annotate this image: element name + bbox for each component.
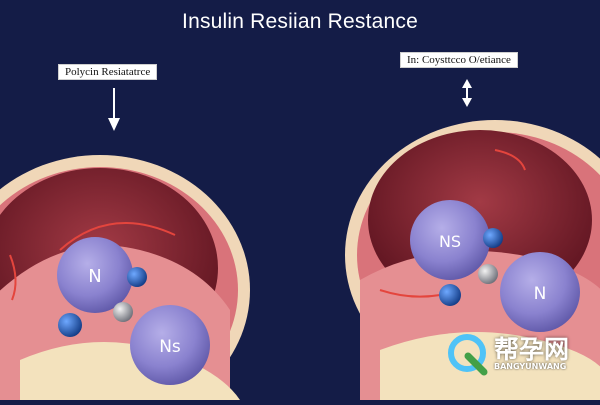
left-grey-bead — [113, 302, 133, 322]
watermark: 帮孕网 BANGYUNWANG — [444, 328, 592, 382]
right-grey-bead — [478, 264, 498, 284]
right-organ-yellow-layer — [380, 332, 600, 400]
left-vessel-2 — [9, 254, 17, 301]
q-logo-icon — [448, 334, 488, 376]
right-vessel — [494, 149, 526, 171]
right-callout-label: In: Coysttcco O/etiance — [400, 52, 518, 68]
left-organ-yellow-layer — [20, 342, 240, 400]
page-title: Insulin Resiian Restance — [182, 10, 418, 33]
right-organ: NS N — [345, 120, 600, 400]
right-top-nucleus-label: NS — [439, 232, 461, 251]
left-blue-bead-2 — [58, 313, 82, 337]
watermark-english: BANGYUNWANG — [494, 362, 567, 371]
right-top-nucleus — [410, 200, 490, 280]
watermark-chinese: 帮孕网 — [494, 335, 570, 364]
right-vessel-2 — [379, 289, 441, 298]
left-callout-label: Polycin Resiatatrce — [58, 64, 158, 80]
double-arrow-vertical-icon — [462, 79, 472, 107]
right-bottom-nucleus-label: N — [534, 284, 547, 304]
left-bottom-nucleus — [130, 305, 210, 385]
left-top-nucleus-label: N — [88, 266, 101, 287]
left-vessel — [59, 222, 176, 251]
arrow-down-icon — [108, 88, 120, 131]
left-blue-bead-1 — [127, 267, 147, 287]
left-top-nucleus — [57, 237, 133, 313]
left-organ: N Ns — [0, 155, 250, 405]
left-bottom-nucleus-label: Ns — [159, 337, 181, 357]
right-blue-bead-2 — [439, 284, 461, 306]
right-bottom-nucleus — [500, 252, 580, 332]
right-blue-bead-1 — [483, 228, 503, 248]
